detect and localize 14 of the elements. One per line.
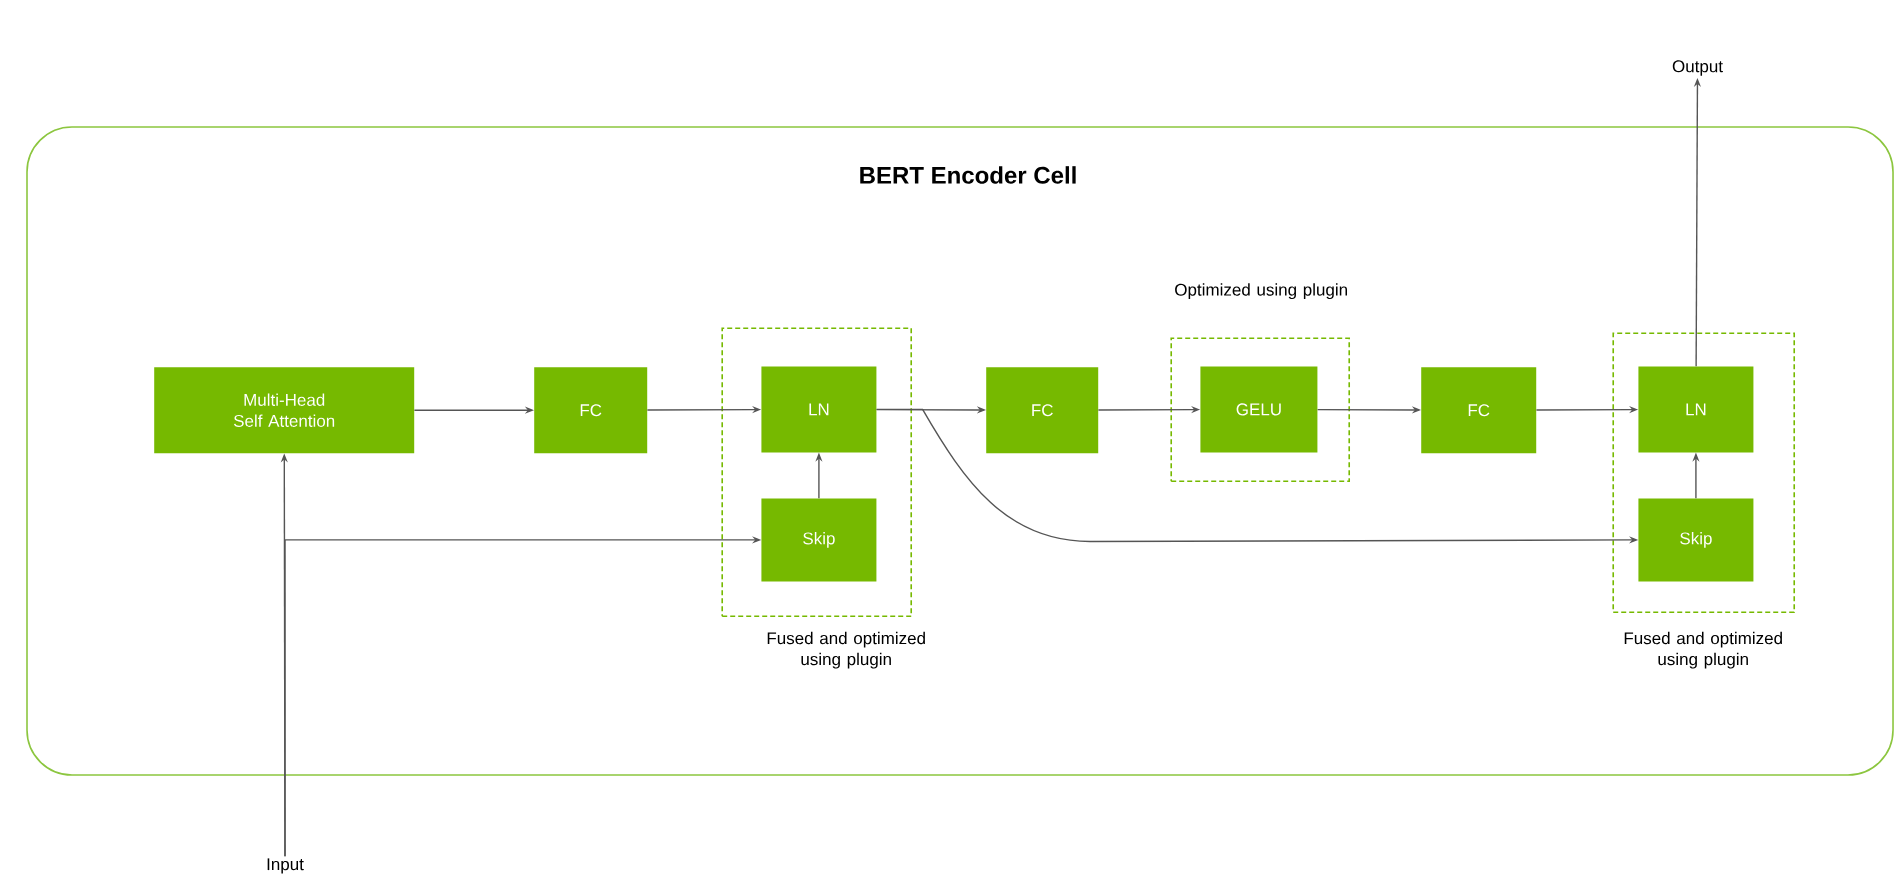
process-box: GELU [1200, 366, 1318, 453]
node-label: Fused and optimized using plugin [767, 631, 925, 669]
node-label: Fused and optimized using plugin [1624, 631, 1782, 669]
process-box: FC [1421, 367, 1537, 454]
process-box: Multi-Head Self Attention [154, 367, 415, 454]
process-box: LN [761, 366, 877, 453]
io-label: Output [1672, 60, 1723, 76]
io-label: Input [267, 858, 304, 874]
node-label: Optimized using plugin [1175, 283, 1347, 300]
process-box: FC [534, 367, 648, 454]
process-box: Skip [1638, 498, 1754, 582]
process-box: Skip [761, 498, 877, 582]
process-box: FC [986, 367, 1099, 454]
process-box: LN [1638, 366, 1754, 453]
